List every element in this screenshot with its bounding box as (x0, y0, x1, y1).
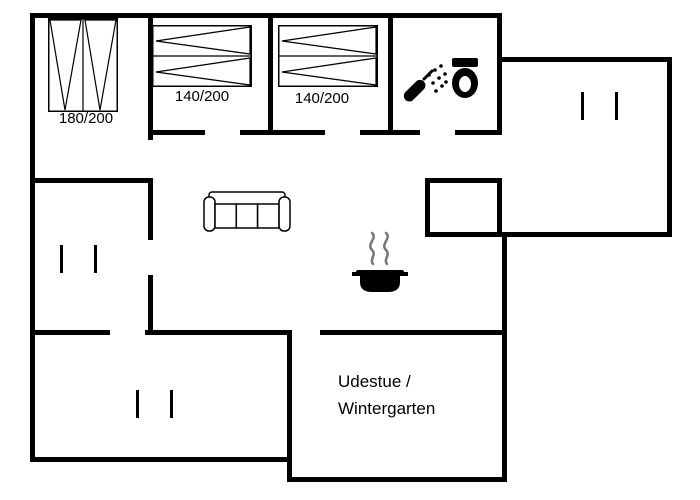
window-tick (136, 390, 139, 418)
double-bed-icon (48, 18, 118, 112)
wall-wing-left (497, 180, 502, 237)
wall-east-lower (502, 232, 507, 482)
cooking-pot-icon (352, 231, 408, 292)
wall-conservatory-left (287, 332, 292, 482)
wall-bedroom1-right (148, 13, 153, 140)
window-mark-pair (58, 245, 100, 273)
wall-bedroom3-right (388, 13, 393, 130)
wall-hall-seg2 (240, 130, 325, 135)
wall-southroom-top-b (145, 330, 292, 335)
wall-outer-east-upper (497, 13, 502, 135)
window-tick (581, 92, 584, 120)
wall-wing-top (497, 57, 672, 62)
wall-closet-top (425, 178, 502, 183)
window-mark-pair (579, 92, 621, 120)
wall-closet-bottom (425, 232, 507, 237)
wall-wing-right (667, 57, 672, 237)
double-bed-icon (152, 25, 252, 87)
wall-hall-seg1 (148, 130, 205, 135)
conservatory-label-line1: Udestue / (338, 372, 411, 391)
bed-size-label: 180/200 (58, 110, 114, 127)
wall-closet-left (425, 178, 430, 237)
bed-size-label: 140/200 (174, 88, 230, 105)
wall-southroom-top-a (30, 330, 110, 335)
wall-hall-seg4 (455, 130, 502, 135)
window-mark-pair (134, 390, 176, 418)
conservatory-label-line2: Wintergarten (338, 399, 436, 418)
shower-icon (403, 64, 448, 102)
wall-wing-bottom (502, 232, 672, 237)
sofa-icon (203, 191, 291, 232)
window-tick (94, 245, 97, 273)
wall-outer-bottom-left (30, 457, 292, 462)
bed-size-label: 140/200 (294, 90, 350, 107)
double-bed-icon (278, 25, 378, 87)
window-tick (615, 92, 618, 120)
window-tick (170, 390, 173, 418)
wall-conservatory-top (320, 330, 507, 335)
window-tick (60, 245, 63, 273)
wall-conservatory-bottom (287, 477, 507, 482)
wall-living-left-b (148, 275, 153, 335)
wall-bedroom2-right (268, 13, 273, 130)
wall-living-left-a (148, 178, 153, 240)
toilet-icon (452, 58, 478, 98)
conservatory-label: Udestue / Wintergarten (338, 368, 508, 422)
wall-outer-left (30, 13, 35, 462)
wall-outer-top (30, 13, 502, 18)
wall-hall-seg3 (360, 130, 420, 135)
wall-left-mid (30, 178, 153, 183)
